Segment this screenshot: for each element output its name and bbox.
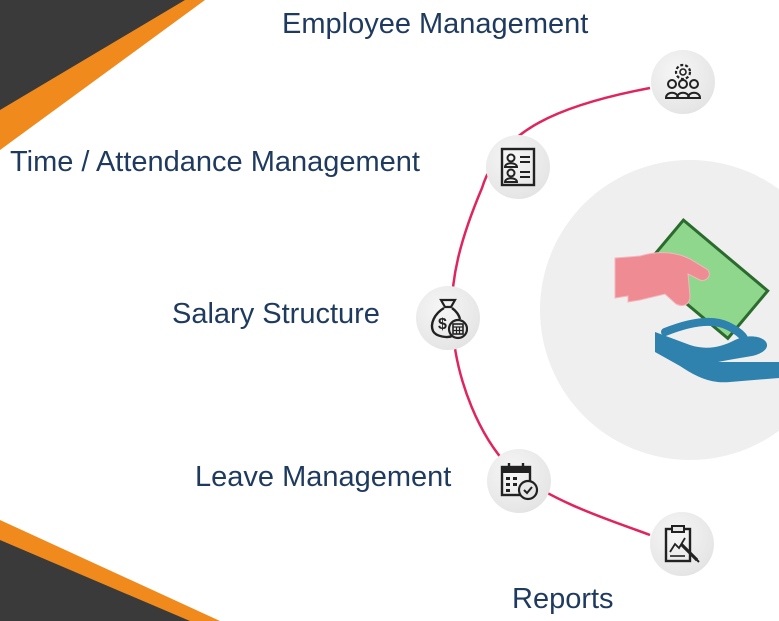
report-clipboard-pen-icon [664,525,700,563]
employee-group-gear-icon [664,63,702,99]
svg-text:$: $ [438,316,447,333]
attendance-id-card-icon [500,147,536,187]
label-time-attendance-management: Time / Attendance Management [10,146,420,178]
label-salary-structure: Salary Structure [172,298,380,330]
node-salary-structure: $ [416,286,480,350]
hand-giving-payment-icon [614,218,779,383]
node-leave-management [487,449,551,513]
label-employee-management: Employee Management [282,8,589,40]
corner-dark-top [0,0,185,110]
center-circle [540,160,779,460]
label-reports: Reports [512,583,614,615]
corner-dark-bottom [0,540,190,621]
money-bag-calculator-icon: $ [430,298,468,340]
node-reports [650,512,714,576]
node-employee-management [651,50,715,114]
label-leave-management: Leave Management [195,461,452,493]
calendar-clock-icon [500,463,539,501]
node-time-attendance-management [486,135,550,199]
